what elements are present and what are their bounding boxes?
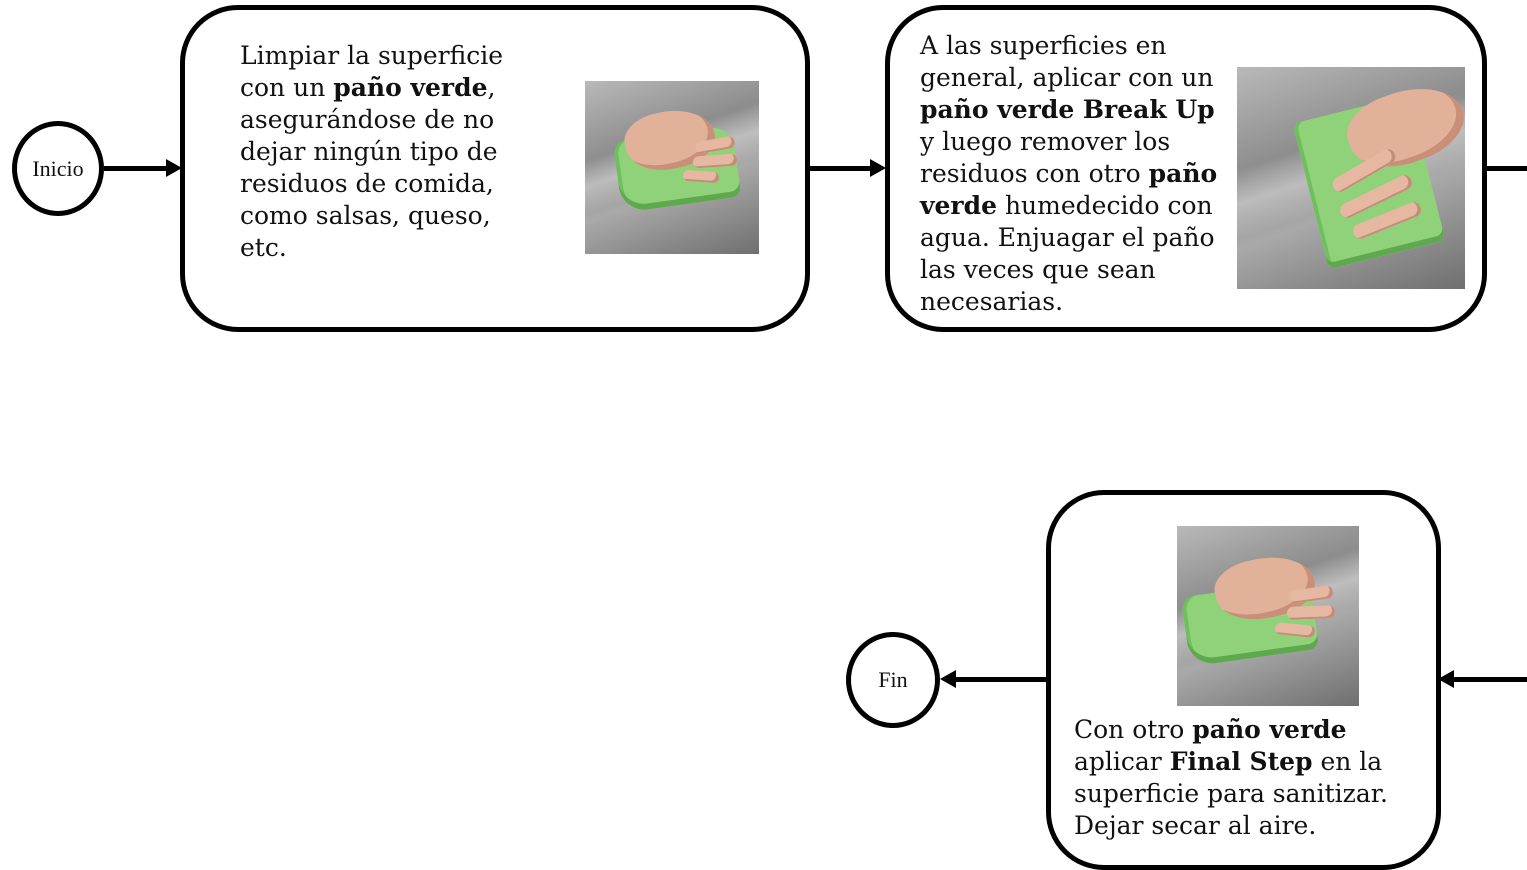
arrowhead-end [940, 670, 956, 688]
start-node: Inicio [12, 121, 104, 216]
step2-text: A las superficies en general, aplicar co… [920, 30, 1232, 318]
step2-text-part2: y luego remover los residuos con otro [920, 127, 1171, 188]
step3-text: Con otro paño verde aplicar Final Step e… [1074, 714, 1419, 842]
step1-text-part1: Limpiar la superficie con un [240, 41, 504, 102]
step1-text-bold1: paño verde [333, 73, 488, 102]
step2-text-bold2: paño verde [920, 159, 1218, 220]
step1-text-part2: , asegurándose de no dejar ningún tipo d… [240, 73, 498, 262]
step2-photo [1237, 67, 1465, 289]
arrow-into-step3 [1452, 677, 1527, 682]
arrowhead-step1 [166, 159, 182, 177]
arrow-start-to-step1 [104, 166, 168, 171]
arrow-step2-out [1487, 166, 1527, 171]
step3-text-bold1: paño verde [1192, 715, 1347, 744]
step2-text-bold1: paño verde Break Up [920, 95, 1215, 124]
end-label: Fin [878, 667, 908, 692]
step1-text: Limpiar la superficie con un paño verde,… [240, 40, 515, 264]
arrow-step1-to-step2 [810, 166, 872, 171]
step3-text-part2: aplicar [1074, 747, 1170, 776]
step2-text-part1: A las superficies en general, aplicar co… [920, 31, 1214, 92]
step1-photo [585, 81, 759, 254]
arrowhead-step2 [870, 159, 886, 177]
arrowhead-step3 [1438, 670, 1454, 688]
step3-text-part3: en la superficie para sanitizar. Dejar s… [1074, 747, 1388, 840]
step3-text-part1: Con otro [1074, 715, 1193, 744]
step3-photo [1177, 526, 1359, 706]
arrow-step3-to-end [955, 677, 1046, 682]
step2-text-part3: humedecido con agua. Enjuagar el paño la… [920, 191, 1215, 316]
start-label: Inicio [32, 155, 84, 181]
end-node: Fin [846, 632, 940, 728]
step3-text-bold2: Final Step [1169, 747, 1313, 776]
